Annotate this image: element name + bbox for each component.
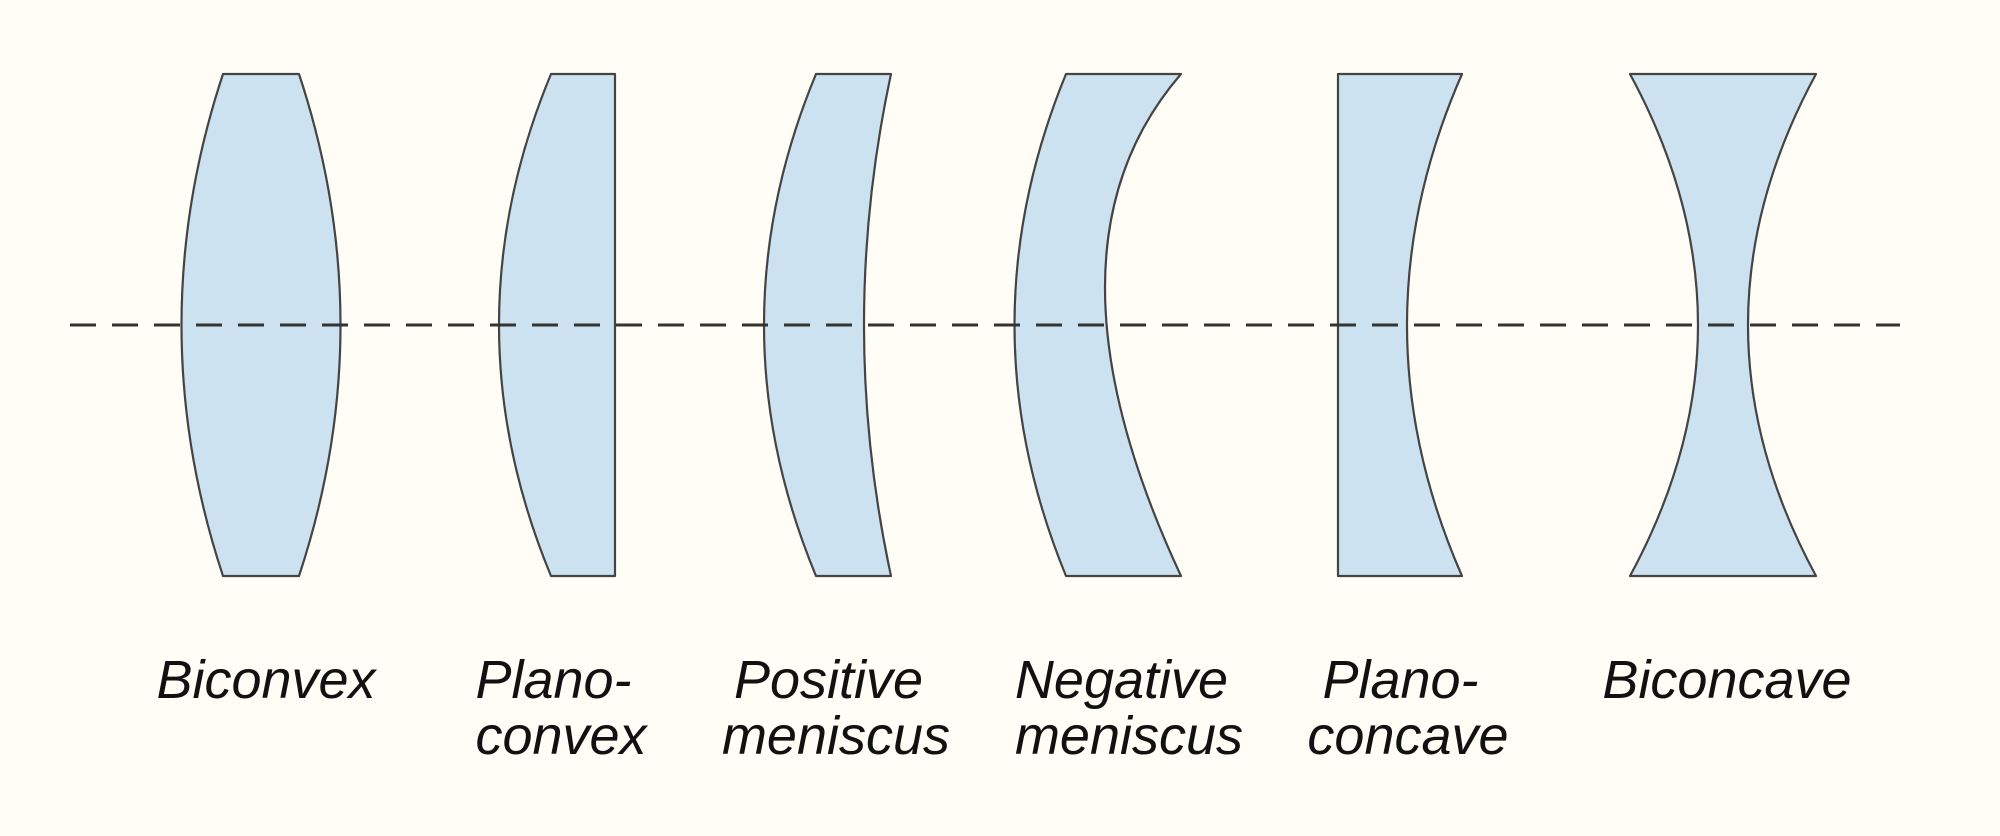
label-plano-concave: Plano- concave [1307, 650, 1508, 766]
plano-concave-lens [1336, 72, 1464, 578]
label-line: Biconvex [156, 650, 377, 710]
label-line: Negative [1015, 650, 1228, 710]
label-line: meniscus [1015, 706, 1243, 766]
label-line: Biconcave [1602, 650, 1851, 710]
label-line: convex [475, 706, 648, 766]
label-line: concave [1307, 706, 1508, 766]
label-biconcave: Biconcave [1602, 650, 1851, 710]
label-positive-meniscus: Positive meniscus [722, 650, 950, 766]
label-line: Positive [734, 650, 923, 710]
label-line: meniscus [722, 706, 950, 766]
label-negative-meniscus: Negative meniscus [1015, 650, 1243, 766]
label-biconvex: Biconvex [156, 650, 377, 710]
label-line: Plano- [475, 650, 631, 710]
label-line: Plano- [1322, 650, 1478, 710]
label-plano-convex: Plano- convex [475, 650, 648, 766]
